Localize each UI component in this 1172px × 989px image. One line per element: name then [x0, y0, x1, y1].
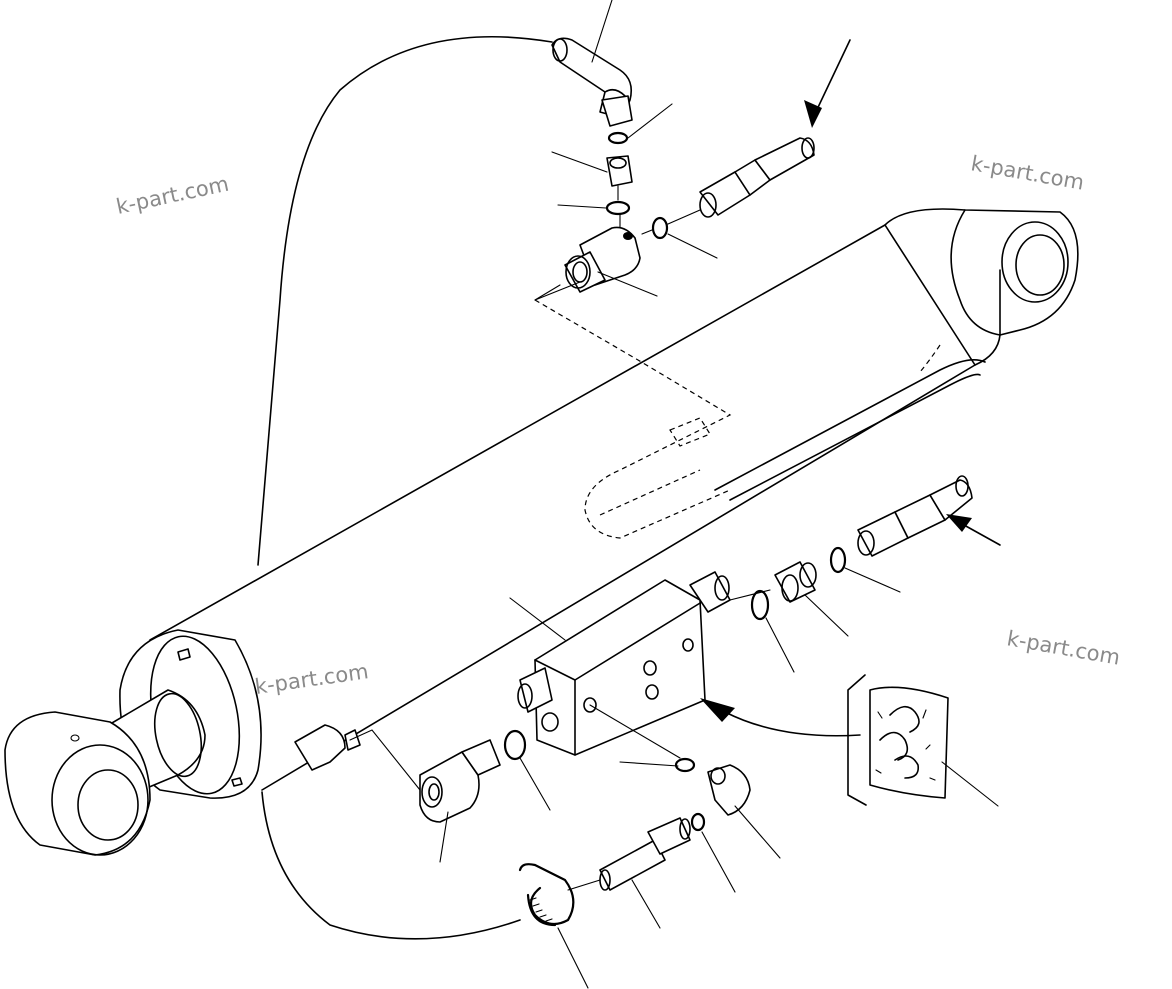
watermark-text: k-part.com	[114, 172, 231, 219]
hidden-pipe-dashed	[534, 299, 732, 539]
right-fittings	[750, 475, 1001, 621]
cylinder-tube	[4, 208, 1079, 856]
watermark-text: k-part.com	[969, 151, 1086, 194]
watermark-text: k-part.com	[253, 659, 370, 699]
lower-right-fittings	[518, 757, 751, 927]
leader-lines	[439, 0, 999, 989]
valve-block	[517, 571, 771, 756]
watermark-text: k-part.com	[1005, 626, 1122, 669]
top-fitting-assembly	[551, 37, 851, 293]
connection-lines	[257, 35, 861, 940]
lower-left-fittings	[294, 724, 527, 823]
detail-inset	[847, 674, 949, 806]
